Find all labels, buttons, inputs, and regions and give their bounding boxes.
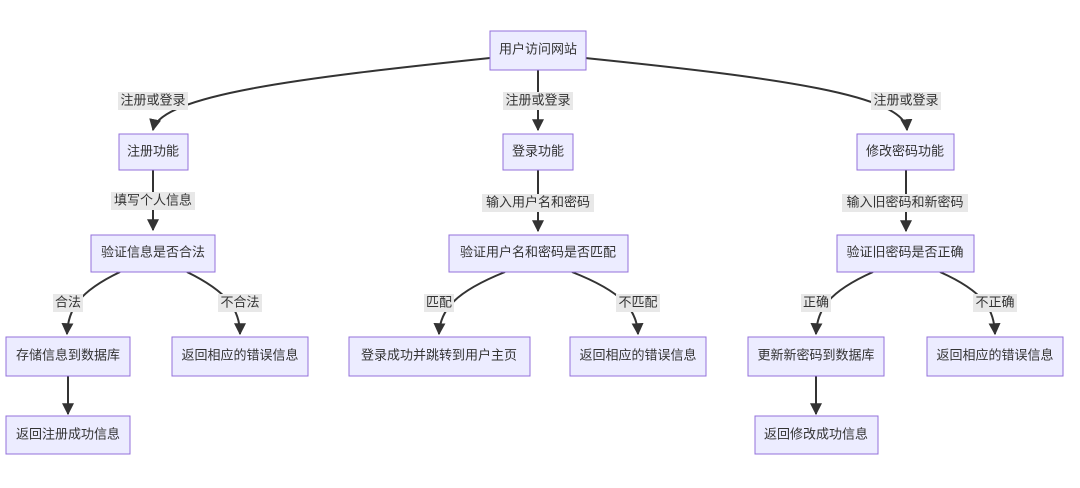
node-root: 用户访问网站 [489,30,587,71]
node-login-success: 登录成功并跳转到用户主页 [348,336,531,377]
svg-text:用户访问网站: 用户访问网站 [499,42,577,58]
edge-label-login-match: 匹配 [424,294,454,312]
svg-text:合法: 合法 [55,296,81,311]
svg-text:正确: 正确 [803,296,829,311]
edge-label-reg-legal: 合法 [53,294,83,312]
svg-text:更新新密码到数据库: 更新新密码到数据库 [757,348,874,364]
edge-label-root-login: 注册或登录 [503,92,573,110]
svg-text:返回相应的错误信息: 返回相应的错误信息 [181,348,298,364]
node-reg-store: 存储信息到数据库 [5,336,131,377]
edge-label-root-change-password: 注册或登录 [871,92,941,110]
svg-text:匹配: 匹配 [426,296,452,311]
edge-label-root-register: 注册或登录 [118,92,188,110]
svg-text:注册或登录: 注册或登录 [505,94,570,109]
node-pwd-success: 返回修改成功信息 [754,415,879,455]
svg-text:返回相应的错误信息: 返回相应的错误信息 [936,348,1053,364]
svg-text:注册或登录: 注册或登录 [873,94,938,109]
svg-text:填写个人信息: 填写个人信息 [114,193,192,209]
node-login: 登录功能 [502,133,574,171]
svg-text:注册或登录: 注册或登录 [120,94,185,109]
node-change-password: 修改密码功能 [856,133,955,171]
svg-text:存储信息到数据库: 存储信息到数据库 [16,348,120,364]
svg-text:验证用户名和密码是否匹配: 验证用户名和密码是否匹配 [460,245,616,261]
node-login-validate: 验证用户名和密码是否匹配 [448,234,629,273]
svg-text:返回注册成功信息: 返回注册成功信息 [16,427,120,443]
edge-label-login-validate: 输入用户名和密码 [482,194,594,212]
svg-text:输入用户名和密码: 输入用户名和密码 [486,195,590,211]
edge-label-pwd-incorrect: 不正确 [973,294,1017,312]
svg-text:返回修改成功信息: 返回修改成功信息 [764,427,868,443]
edge-root-register [149,57,491,132]
node-reg-success: 返回注册成功信息 [5,415,131,455]
edge-label-login-nomatch: 不匹配 [616,294,660,312]
node-reg-validate: 验证信息是否合法 [90,234,216,273]
svg-text:验证信息是否合法: 验证信息是否合法 [101,245,205,261]
svg-text:验证旧密码是否正确: 验证旧密码是否正确 [846,245,963,261]
node-register: 注册功能 [118,133,189,171]
node-pwd-validate: 验证旧密码是否正确 [836,234,975,273]
node-login-error: 返回相应的错误信息 [569,336,707,377]
edge-label-pwd-validate: 输入旧密码和新密码 [842,194,968,212]
edge-label-reg-illegal: 不合法 [218,294,262,312]
node-reg-error: 返回相应的错误信息 [171,336,309,377]
node-pwd-error: 返回相应的错误信息 [926,336,1064,377]
edge-label-register-validate: 填写个人信息 [111,192,195,210]
svg-text:登录成功并跳转到用户主页: 登录成功并跳转到用户主页 [361,348,517,364]
edge-label-pwd-correct: 正确 [801,294,831,312]
svg-text:登录功能: 登录功能 [512,145,564,160]
svg-text:不合法: 不合法 [220,296,259,311]
svg-text:不匹配: 不匹配 [618,296,657,311]
svg-text:注册功能: 注册功能 [127,145,179,160]
svg-text:不正确: 不正确 [975,296,1014,311]
edge-root-change-password [584,57,913,132]
node-pwd-update: 更新新密码到数据库 [747,336,885,377]
svg-text:返回相应的错误信息: 返回相应的错误信息 [579,348,696,364]
svg-text:修改密码功能: 修改密码功能 [866,144,944,160]
svg-text:输入旧密码和新密码: 输入旧密码和新密码 [846,195,963,211]
